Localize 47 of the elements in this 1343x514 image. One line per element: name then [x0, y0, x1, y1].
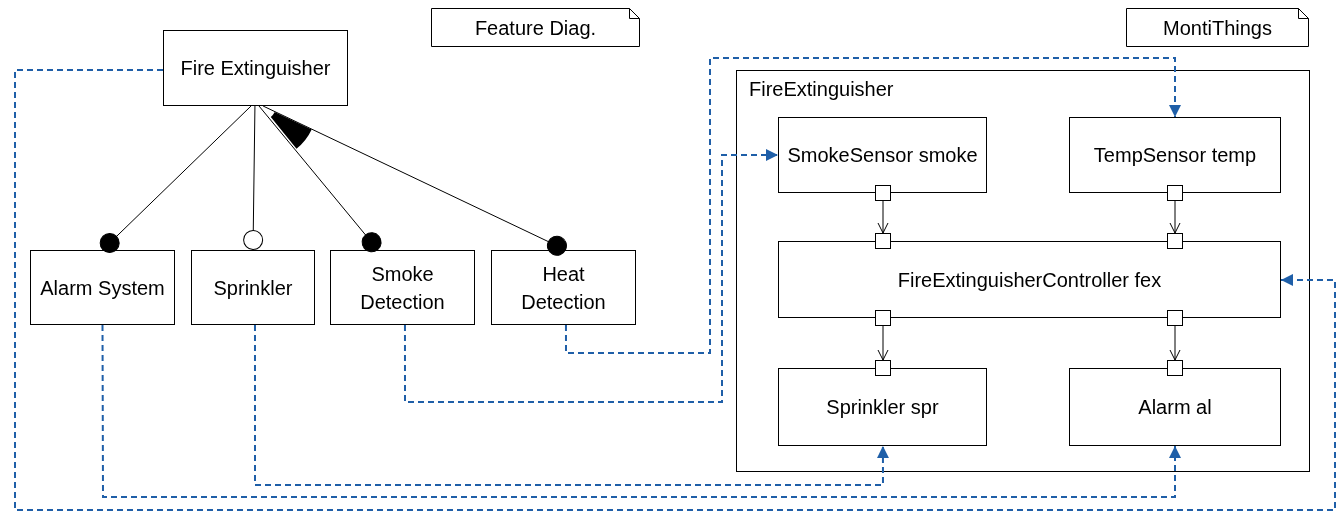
dashed-arrow [254, 324, 889, 486]
component-box [778, 117, 987, 193]
port-square [1167, 233, 1183, 249]
node-label: Smoke Detection [359, 261, 446, 315]
component-box [163, 30, 348, 106]
arrow [1169, 200, 1181, 234]
component-box [1069, 368, 1281, 446]
port-square [1167, 310, 1183, 326]
feature-link [258, 105, 382, 253]
component-box [330, 250, 475, 325]
dashed-arrow [14, 69, 1336, 511]
port-square [1167, 360, 1183, 376]
node-label: Sprinkler spr [825, 395, 940, 420]
dashed-arrow [403, 149, 779, 403]
node-label: Fire Extinguisher [179, 56, 332, 81]
note-shape [431, 8, 640, 47]
arrow [877, 325, 889, 361]
note-shape [1126, 8, 1309, 47]
feature-link [243, 105, 264, 251]
component-box [778, 241, 1281, 318]
container-title: FireExtinguisher [749, 77, 894, 101]
node-label: FireExtinguisherController fex [896, 267, 1163, 293]
component-box [491, 250, 636, 325]
dashed-arrow [101, 324, 1181, 498]
note-label: MontiThings [1162, 15, 1273, 41]
port-square [875, 310, 891, 326]
node-label: Sprinkler [212, 275, 294, 301]
feature-link [99, 105, 252, 254]
component-container [736, 70, 1310, 472]
arrow [1169, 325, 1181, 361]
component-box [30, 250, 175, 325]
note-label: Feature Diag. [473, 15, 598, 41]
arrow [877, 200, 889, 234]
port-square [875, 360, 891, 376]
port-square [875, 185, 891, 201]
node-label: Heat Detection [520, 261, 607, 315]
port-square [875, 233, 891, 249]
feature-link [262, 105, 567, 256]
port-square [1167, 185, 1183, 201]
component-box [778, 368, 987, 446]
node-label: SmokeSensor smoke [786, 143, 979, 168]
component-box [1069, 117, 1281, 193]
component-box [191, 250, 315, 325]
dashed-arrow [564, 57, 1181, 354]
node-label: TempSensor temp [1092, 143, 1258, 168]
node-label: Alarm al [1137, 395, 1213, 420]
node-label: Alarm System [39, 275, 166, 301]
